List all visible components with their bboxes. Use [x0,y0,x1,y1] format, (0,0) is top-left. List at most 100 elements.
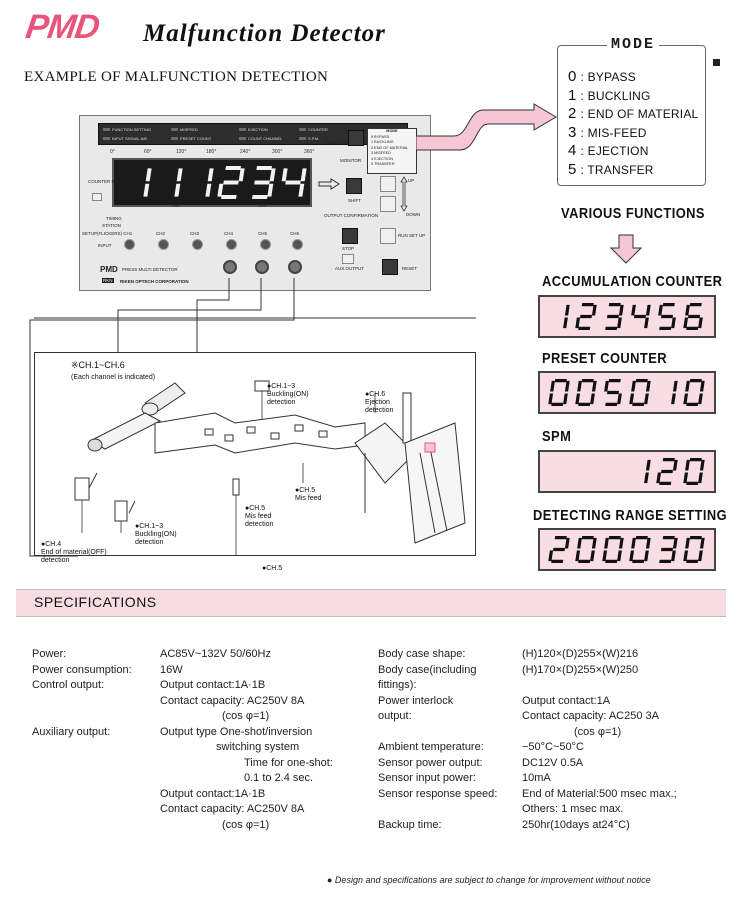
accumulation-counter-heading: ACCUMULATION COUNTER [542,273,723,290]
mode-item-ejection: 4: EJECTION [568,142,649,160]
stop-label: STOP [342,246,355,251]
mode-item-buckling: 1: BUCKLING [568,86,651,104]
spec-value-line: (cos φ=1) [222,710,270,722]
off-label: OFF [258,203,267,208]
maker-name: RIKEN OPTECH CORPORATION [120,279,189,284]
corner-mark [713,59,720,66]
indicator-function-setting: FUNCTION SETTING [103,127,151,132]
monitor-label: MONITOR [340,158,362,163]
detecting-range-display [538,528,716,571]
channel-knob[interactable] [124,239,135,250]
aux-output-label: AUX.OUTPUT [335,266,365,271]
spec-label: Body case(including [378,663,477,676]
spec-value-line: switching system [216,741,300,753]
display-digit [644,459,651,484]
setup-row-label: SETUP(FLICKERS) CH1 [82,231,133,236]
sensor-connector [255,260,269,274]
footnote: ● Design and specifications are subject … [327,875,651,885]
aux-output-button[interactable] [342,254,354,264]
various-functions-heading: VARIOUS FUNCTIONS [561,205,705,222]
down-label: DOWN [406,212,421,217]
spec-value: 10mA [522,771,551,787]
diagram-title: ※CH.1~CH.6 [71,360,125,370]
mode-item-mis-feed: 3: MIS-FEED [568,123,647,141]
model-name: PMD [100,265,118,274]
mini-mode-item: 4 EJECTION [371,156,393,161]
indicator-count-channel: COUNT CHANNEL [239,136,282,141]
display-digit [205,168,214,197]
spec-value-line: 10mA [522,772,551,784]
run-setup-button[interactable] [380,228,396,244]
indicator-input-signal: INPUT SIGNAL A/B [103,136,147,141]
display-digit [548,379,570,406]
display-digit [605,303,624,330]
mini-mode-item: 3 MISFEED [371,151,392,155]
display-digit [143,168,152,197]
channel-knob[interactable] [192,239,203,250]
spec-label: Body case shape: [378,648,466,660]
down-button[interactable] [380,196,396,212]
spec-label: fittings): [378,679,417,691]
angle-tick: 0° [110,149,115,155]
indicator-spm: S.P.M. [299,136,320,141]
display-digit [629,536,651,563]
spec-value: End of Material:500 msec max.;Others: 1 … [522,787,677,818]
detecting-range-heading: DETECTING RANGE SETTING [533,507,728,524]
spec-value-line: 16W [160,663,183,676]
up-button[interactable] [380,176,396,192]
channel-knob[interactable] [260,239,271,250]
channel-label: CH4 [224,231,234,236]
mode-item-end-of-material: 2: END OF MATERIAL [568,105,699,123]
spec-label: Sensor response speed: [378,787,498,800]
spec-value-line: DC12V 0.5A [522,756,584,769]
channel-knob[interactable] [292,239,303,250]
spec-value-line: Output contact:1A·1B [160,679,266,691]
display-digit [671,380,678,405]
display-digit [629,379,651,406]
channel-label: CH6 [290,231,300,236]
output-confirmation-button[interactable] [342,228,358,244]
spec-label: Sensor power output: [378,756,483,769]
mode-title: MODE [607,36,660,53]
spec-value: 250hr(10days at24°C) [522,818,630,834]
arrow-right-icon [318,178,340,190]
display-digit [683,303,703,330]
spec-row: fittings): [378,678,677,694]
angle-tick: 240° [240,149,251,155]
pink-arrow-icon [416,103,557,151]
angle-tick: 300° [272,149,283,155]
channel-knob[interactable] [158,239,169,250]
reset-label: RESET [402,266,418,271]
reset-button[interactable] [382,259,398,275]
device-front-panel: FUNCTION SETTING MISFEED EJECTION COUNTE… [79,115,431,291]
channel-knob[interactable] [226,239,237,250]
spec-row: Sensor response speed: End of Material:50… [378,787,677,818]
indicator-preset-count: PRESET COUNT [171,136,211,141]
angle-tick: 120° [176,149,187,155]
accumulation-counter-display [538,295,716,338]
spec-value-line: Output type One-shot/inversion [160,725,313,738]
spec-value-line: (H)170×(D)255×(W)250 [522,663,639,676]
maker-badge: RKN [102,278,114,283]
counter-reset-button[interactable] [92,193,102,201]
mini-mode-legend: MODE 0 BYPASS 1 BUCKLING 2 END OF MATERI… [367,128,417,174]
spec-value-line: Contact capacity: AC250V 8A [160,803,305,815]
mode-item-transfer: 5: TRANSFER [568,160,654,178]
spec-row: Body case(including (H)170×(D)255×(W)250 [378,663,677,679]
spec-value: (H)120×(D)255×(W)216 [522,647,638,663]
spec-row: Auxiliary output:Output type One-shot/in… [32,725,333,834]
function-select-button[interactable] [348,130,364,146]
spec-value: AC85V~132V 50/60Hz [160,647,271,663]
detection-diagram: ※CH.1~CH.6 (Each channel is indicated) ●… [34,352,476,564]
spec-value-line: Contact capacity: AC250 3A [522,710,659,722]
shift-button[interactable] [346,178,362,194]
press-line-illustration [74,380,466,555]
spec-label: Power: [32,648,67,660]
